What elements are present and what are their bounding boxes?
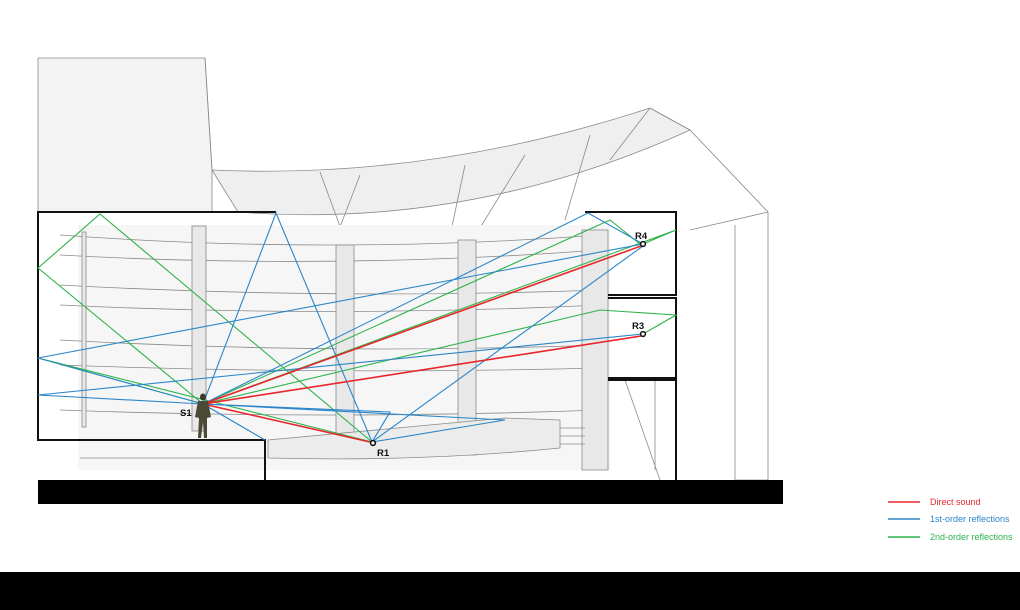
source-label: S1 [180,408,192,419]
right-section-cut-low [608,379,677,480]
blue-ray-3 [37,333,644,405]
left-section-cut [37,211,276,480]
first-order-reflections [37,211,644,443]
actor-head [200,393,206,401]
bottom-black-bar [0,572,1020,610]
direct-ray-r1 [202,403,371,443]
direct-ray-r4 [202,245,642,405]
blue-ray-4 [202,403,506,443]
gallery-mid-rail-b [59,304,601,312]
blue-ray-1 [202,211,373,443]
receiver-r4-label: R4 [635,231,648,242]
stage-platform [267,417,561,460]
legend: Direct sound 1st-order reflections 2nd-o… [888,497,1013,542]
blue-ray-6 [202,403,266,441]
curved-roof [211,107,691,216]
column-1 [81,231,87,428]
receiver-markers [369,240,647,447]
column-3 [335,244,355,446]
green-ray-3 [202,229,677,405]
blue-ray-8 [202,403,391,443]
right-wall-line-2 [689,211,769,231]
yard-floor [59,409,601,416]
section-cut-outline [37,211,677,480]
receiver-r1-marker [369,439,377,447]
right-room-diagonal [624,379,661,481]
column-5 [581,229,609,471]
legend-label-first-order: 1st-order reflections [930,514,1010,524]
ground-slab [38,480,783,504]
gallery-upper-rail-b [59,249,601,262]
green-ray-4 [202,309,678,405]
legend-label-second-order: 2nd-order reflections [930,532,1013,542]
gallery-low-rail-b [59,364,601,372]
theatre-building-drawing [37,57,769,481]
green-ray-1 [37,213,373,443]
right-section-cut-mid [608,297,677,379]
actor-body [195,401,211,438]
roof-rib-3 [449,164,466,237]
blue-ray-5 [202,212,644,405]
gallery-low-rail [59,339,601,350]
receiver-r1-label: R1 [377,448,390,459]
roof-rib-4 [474,154,526,237]
blue-ray-2 [37,243,644,405]
right-section-cut [585,211,677,296]
left-roof-block [37,57,213,213]
blue-ray-7 [371,245,644,443]
gallery-upper-rail [59,234,601,246]
roof-rib-5 [564,134,591,221]
gallery-mid-rail [59,284,601,295]
receiver-r3-label: R3 [632,321,644,332]
direct-sound-rays [202,245,642,443]
receiver-r3-marker [639,330,647,338]
green-ray-2 [202,219,641,405]
direct-ray-r3 [202,335,642,405]
left-roof-ridge [204,57,213,171]
right-gable-inner [609,107,651,161]
legend-label-direct: Direct sound [930,497,981,507]
receiver-r4-marker [639,240,647,248]
actor-source-figure [195,393,211,438]
